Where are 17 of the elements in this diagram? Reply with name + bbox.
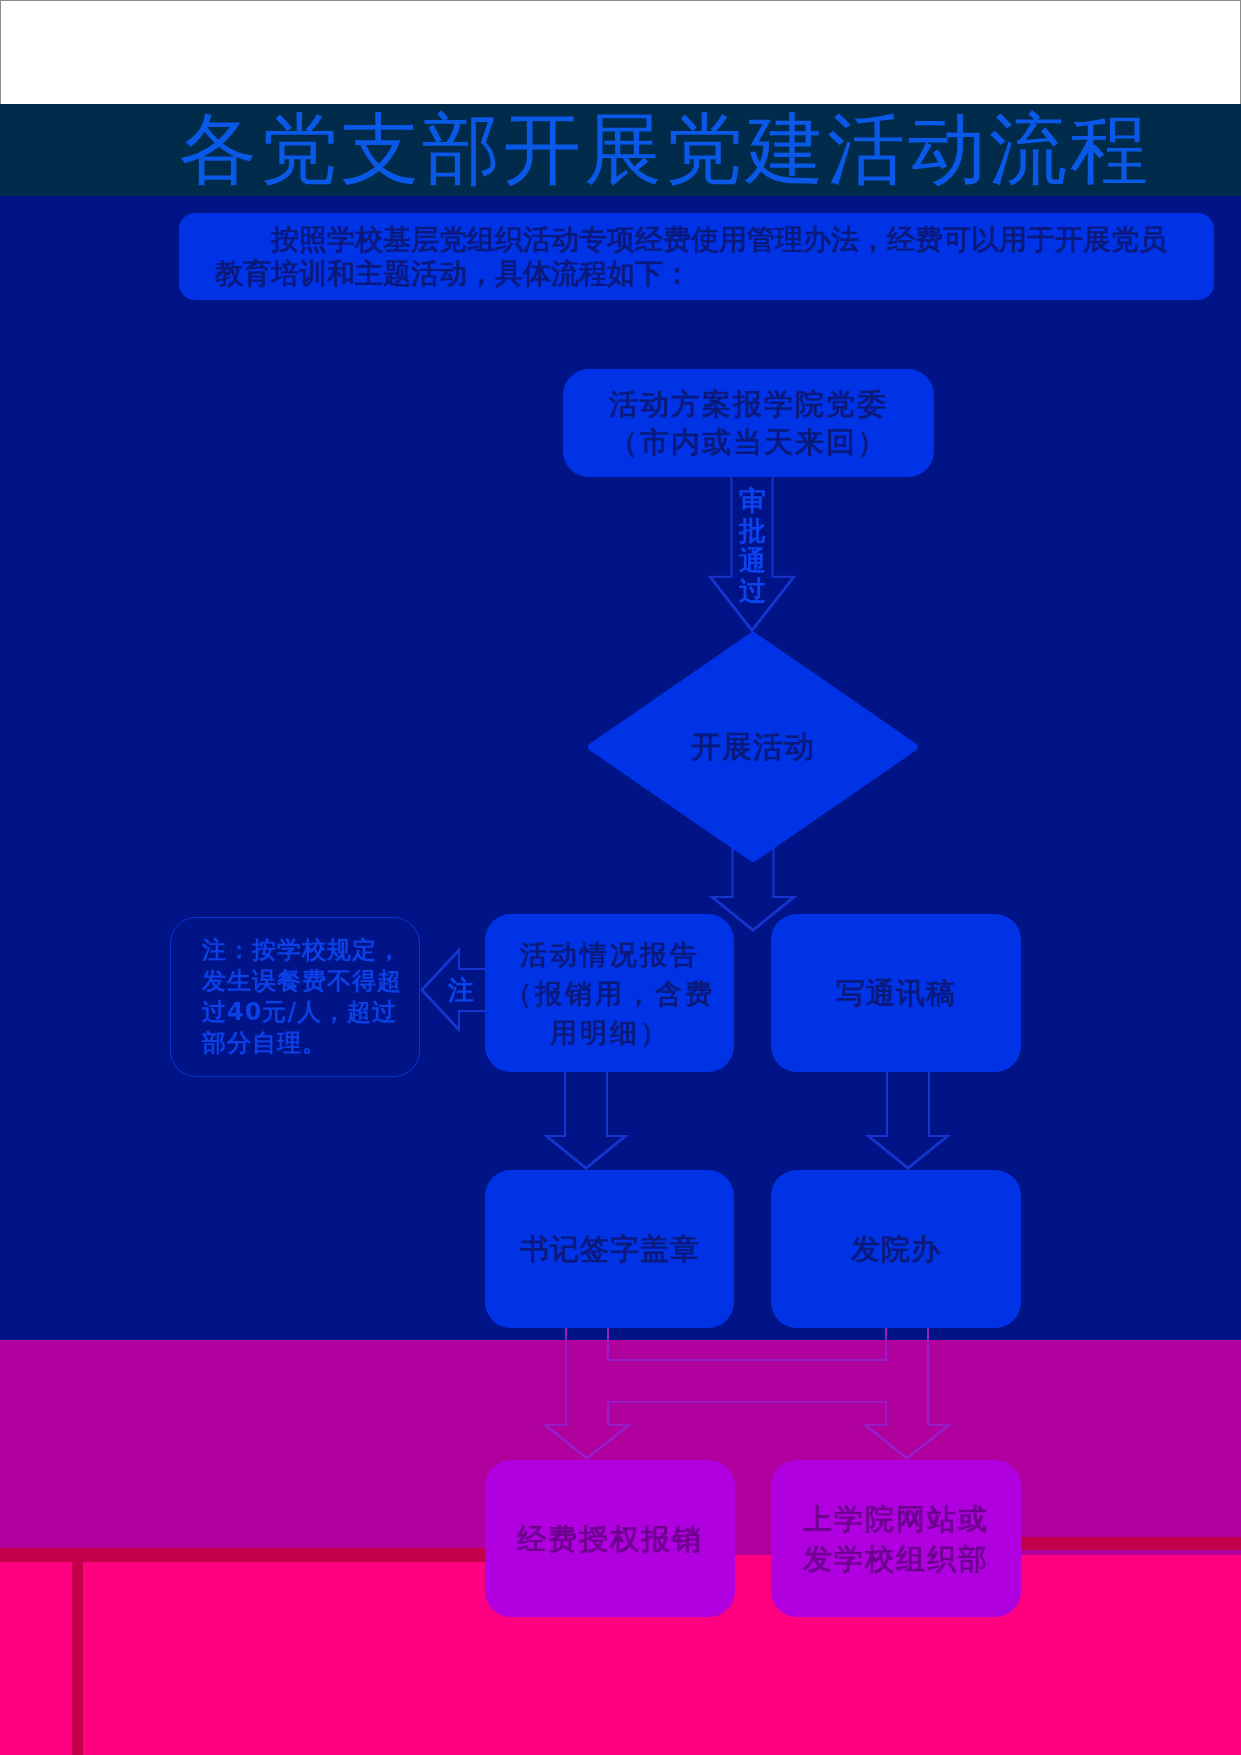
intro-box: 按照学校基层党组织活动专项经费使用管理办法，经费可以用于开展党员教育培训和主题活动，具体流程如下： <box>179 213 1214 300</box>
process-box: 书记签字盖章 <box>485 1170 734 1328</box>
process-box: 活动情况报告（报销用，含费用明细） <box>485 914 734 1072</box>
decision-diamond: 开展活动 <box>588 632 918 862</box>
process-box: 经费授权报销 <box>485 1460 735 1617</box>
title: 各党支部开展党建活动流程 <box>178 106 1152 192</box>
process-box: 写通讯稿 <box>771 914 1021 1072</box>
note-box: 注：按学校规定，发生误餐费不得超过40元/人，超过部分自理。 <box>170 917 420 1077</box>
block-arrow <box>420 947 488 1033</box>
block-arrow <box>707 474 797 633</box>
block-arrow <box>865 1069 951 1170</box>
process-box: 活动方案报学院党委（市内或当天来回） <box>563 369 934 477</box>
block-arrow <box>543 1069 629 1170</box>
edge-label: 审批通过 <box>737 486 767 606</box>
process-box: 发院办 <box>771 1170 1021 1328</box>
edge-label: 注 <box>448 976 474 1005</box>
process-box: 上学院网站或发学校组织部 <box>771 1460 1021 1617</box>
